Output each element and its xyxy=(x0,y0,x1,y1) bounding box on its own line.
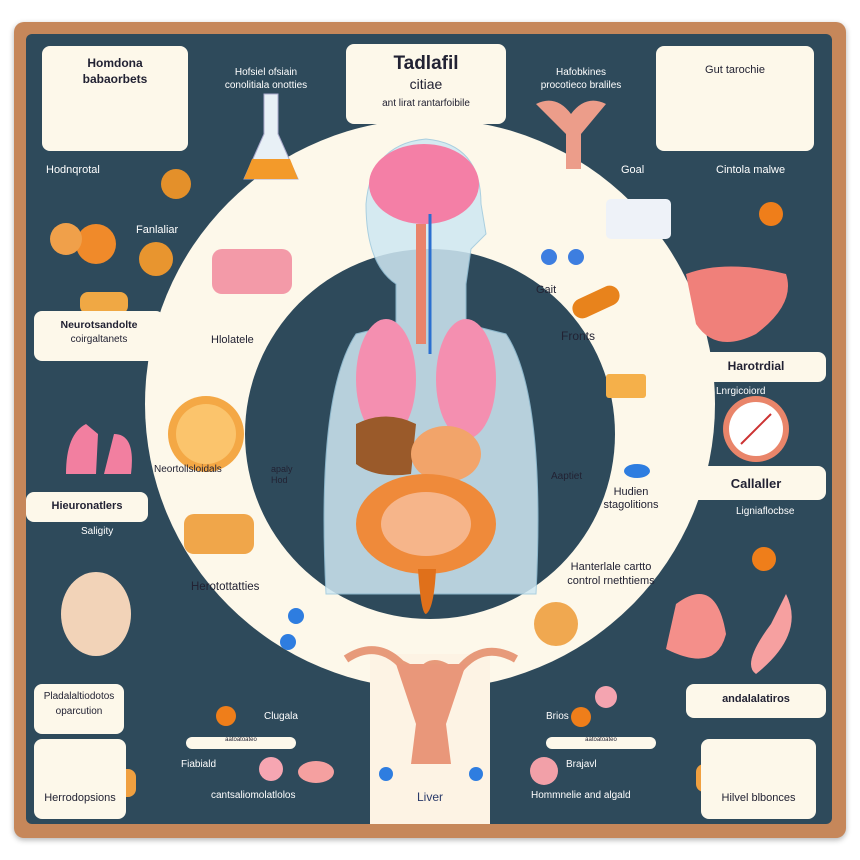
tiny-label-bar-right xyxy=(546,737,656,749)
label: Neortollsloidals xyxy=(154,464,222,475)
title-line2: citiae xyxy=(409,76,443,92)
label: Hudien xyxy=(613,486,649,498)
label: control rnethtiems xyxy=(567,575,655,587)
label: Cintola malwe xyxy=(716,164,786,176)
hilvel-box xyxy=(701,739,816,819)
uterus-icon xyxy=(343,646,518,764)
liver-organ-icon xyxy=(356,416,416,476)
top-left-box xyxy=(42,46,188,151)
tablets-icon xyxy=(80,292,128,314)
liver-icon xyxy=(686,266,788,342)
title-subtitle: ant lirat rantarfoibile xyxy=(382,98,470,109)
label: Homdona xyxy=(87,56,143,70)
blue-pill-icon xyxy=(624,464,650,478)
label: apaly xyxy=(271,464,293,474)
blue-pill-icon xyxy=(469,767,483,781)
illustration-layer xyxy=(50,91,792,824)
reproductive-organ-icon xyxy=(536,100,606,169)
harotrdial-box xyxy=(686,352,826,382)
label: Fiabiald xyxy=(181,759,217,770)
hieuronatlers-box xyxy=(26,492,148,522)
tiny-label: aatoatoateo xyxy=(225,737,257,743)
label: Hanterlale cartto xyxy=(570,561,652,573)
label: Herrodopsions xyxy=(44,792,116,804)
orange-ball-icon xyxy=(216,706,236,726)
blue-capsule-icon xyxy=(288,608,304,624)
label: Hilvel blbonces xyxy=(721,792,796,804)
molecule-ball-icon xyxy=(752,547,776,571)
human-body-figure xyxy=(323,138,539,614)
label: Brajavl xyxy=(566,759,597,770)
tablet-block-icon xyxy=(606,374,646,398)
pladal-box xyxy=(34,684,124,734)
label: Fronts xyxy=(561,329,596,343)
label: Clugala xyxy=(264,711,298,722)
title-line1: Tadlafil xyxy=(393,53,459,74)
top-right-box xyxy=(656,46,814,151)
label: Neurotsandolte xyxy=(60,319,138,331)
label: Hlolatele xyxy=(211,334,254,346)
label: Pladalaltiodotos xyxy=(43,691,115,702)
label: Hafobkines xyxy=(555,67,607,78)
label: stagolitions xyxy=(603,499,659,511)
pink-tablet-icon xyxy=(530,757,558,785)
orange-capsule-icon xyxy=(572,285,620,319)
label: Hofsiel ofsiain xyxy=(234,67,298,78)
label: Hod xyxy=(271,475,288,485)
skull-icon xyxy=(61,572,131,656)
label: andalalatiros xyxy=(722,693,790,705)
candy-icon xyxy=(212,249,292,294)
label: Gait xyxy=(536,284,557,296)
infographic-board: Tadlafil citiae ant lirat rantarfoibile … xyxy=(26,34,832,824)
label: Brios xyxy=(546,711,569,722)
label: Ligniaflocbse xyxy=(736,506,795,517)
label: Saligity xyxy=(81,526,114,537)
pink-capsule-icon xyxy=(259,757,283,781)
molecule-ball-icon xyxy=(759,202,783,226)
lungs-icon xyxy=(66,424,132,474)
label: oparcution xyxy=(55,706,103,717)
liver-label: Liver xyxy=(416,790,443,804)
label: Hommnelie and algald xyxy=(531,790,631,801)
label: Goal xyxy=(621,164,645,176)
pink-capsule-icon xyxy=(595,686,617,708)
brain-icon xyxy=(369,144,479,224)
tiny-label-bar-left xyxy=(186,737,296,749)
gland-icon xyxy=(76,224,116,264)
label: Hieuronatlers xyxy=(51,500,123,512)
label: cantsaliomolatlolos xyxy=(211,790,296,801)
label: coirgaltanets xyxy=(70,334,128,345)
label: babaorbets xyxy=(82,72,148,86)
herrodopsions-box xyxy=(34,739,126,819)
label: Lnrgicoiord xyxy=(716,386,766,397)
pill-blister-icon xyxy=(606,199,671,239)
stomach-icon xyxy=(666,594,726,659)
andalalatiros-box xyxy=(686,684,826,718)
left-lung-icon xyxy=(356,319,416,439)
tiny-label: aatoatoateo xyxy=(585,737,617,743)
label: Aaptiet xyxy=(551,471,583,482)
label: conolitiala onotties xyxy=(224,80,308,91)
label: procotieco braliles xyxy=(540,80,622,91)
label: Gut tarochie xyxy=(705,64,765,76)
callaller-box xyxy=(686,466,826,500)
label: Herotottatties xyxy=(191,581,260,593)
molecule-ball-icon xyxy=(161,169,191,199)
label: Hodnqrotal xyxy=(46,164,100,176)
blue-capsule-icon xyxy=(541,249,557,265)
label: Callaller xyxy=(730,476,782,491)
label: Fanlaliar xyxy=(136,224,179,236)
stomach-icon xyxy=(411,426,481,482)
blue-pill-icon xyxy=(379,767,393,781)
pancreas-icon xyxy=(534,602,578,646)
right-lung-icon xyxy=(436,319,496,439)
title-box xyxy=(346,44,506,124)
tablets-stack-icon xyxy=(184,514,254,554)
neuro-box xyxy=(34,311,164,361)
label: Harotrdial xyxy=(727,359,785,373)
